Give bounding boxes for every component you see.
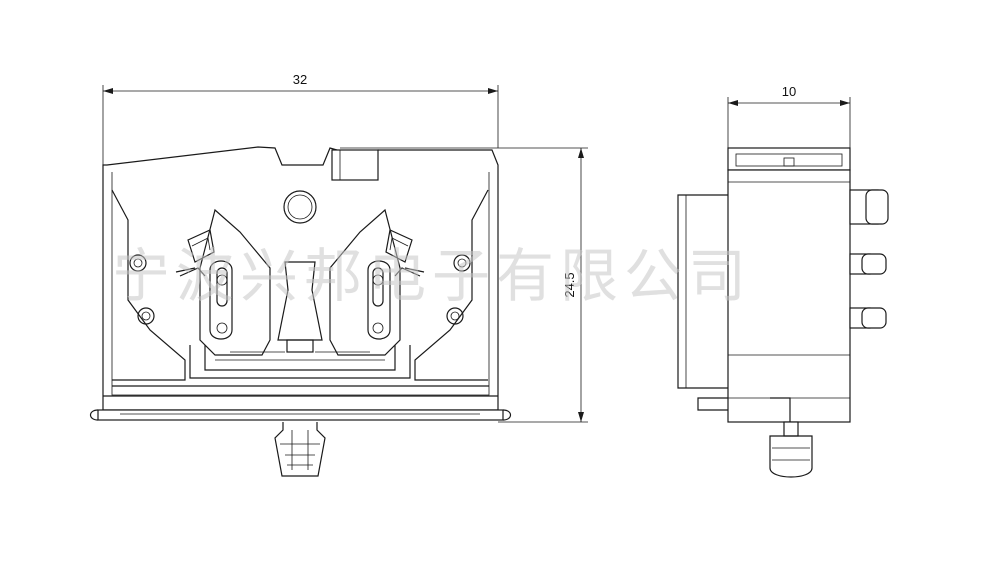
side-body (727, 169, 851, 423)
watermark-text: 宁波兴邦电子有限公司 (112, 242, 752, 310)
right-upper-hole (453, 254, 471, 272)
side-top-cap (727, 147, 851, 171)
mounting-rail (97, 409, 504, 421)
side-view: 10 (677, 84, 889, 478)
right-clamp (329, 208, 425, 356)
front-view: 32 24.5 (89, 72, 588, 477)
side-bottom-pin (769, 421, 813, 478)
dimension-label-width: 32 (293, 72, 307, 87)
centre-hole (283, 190, 317, 224)
dimension-label-height: 24.5 (562, 272, 577, 297)
dimension-front-height: 24.5 (340, 147, 588, 423)
side-button-bottom (849, 307, 887, 329)
side-button-middle (849, 253, 887, 275)
bottom-pin (274, 422, 326, 477)
housing-inner-rim (111, 172, 490, 396)
right-lower-hole (446, 307, 464, 325)
left-clamp (175, 208, 271, 356)
release-latch (331, 149, 379, 181)
left-lower-hole (137, 307, 155, 325)
left-upper-hole (129, 254, 147, 272)
side-button-top (849, 189, 889, 225)
dimension-front-width: 32 (102, 72, 499, 165)
dimension-label-side-width: 10 (782, 84, 796, 99)
side-wire-entry (677, 194, 728, 389)
spring-plate (204, 345, 396, 371)
dimension-side-width: 10 (727, 84, 851, 148)
centre-separator (277, 261, 323, 341)
